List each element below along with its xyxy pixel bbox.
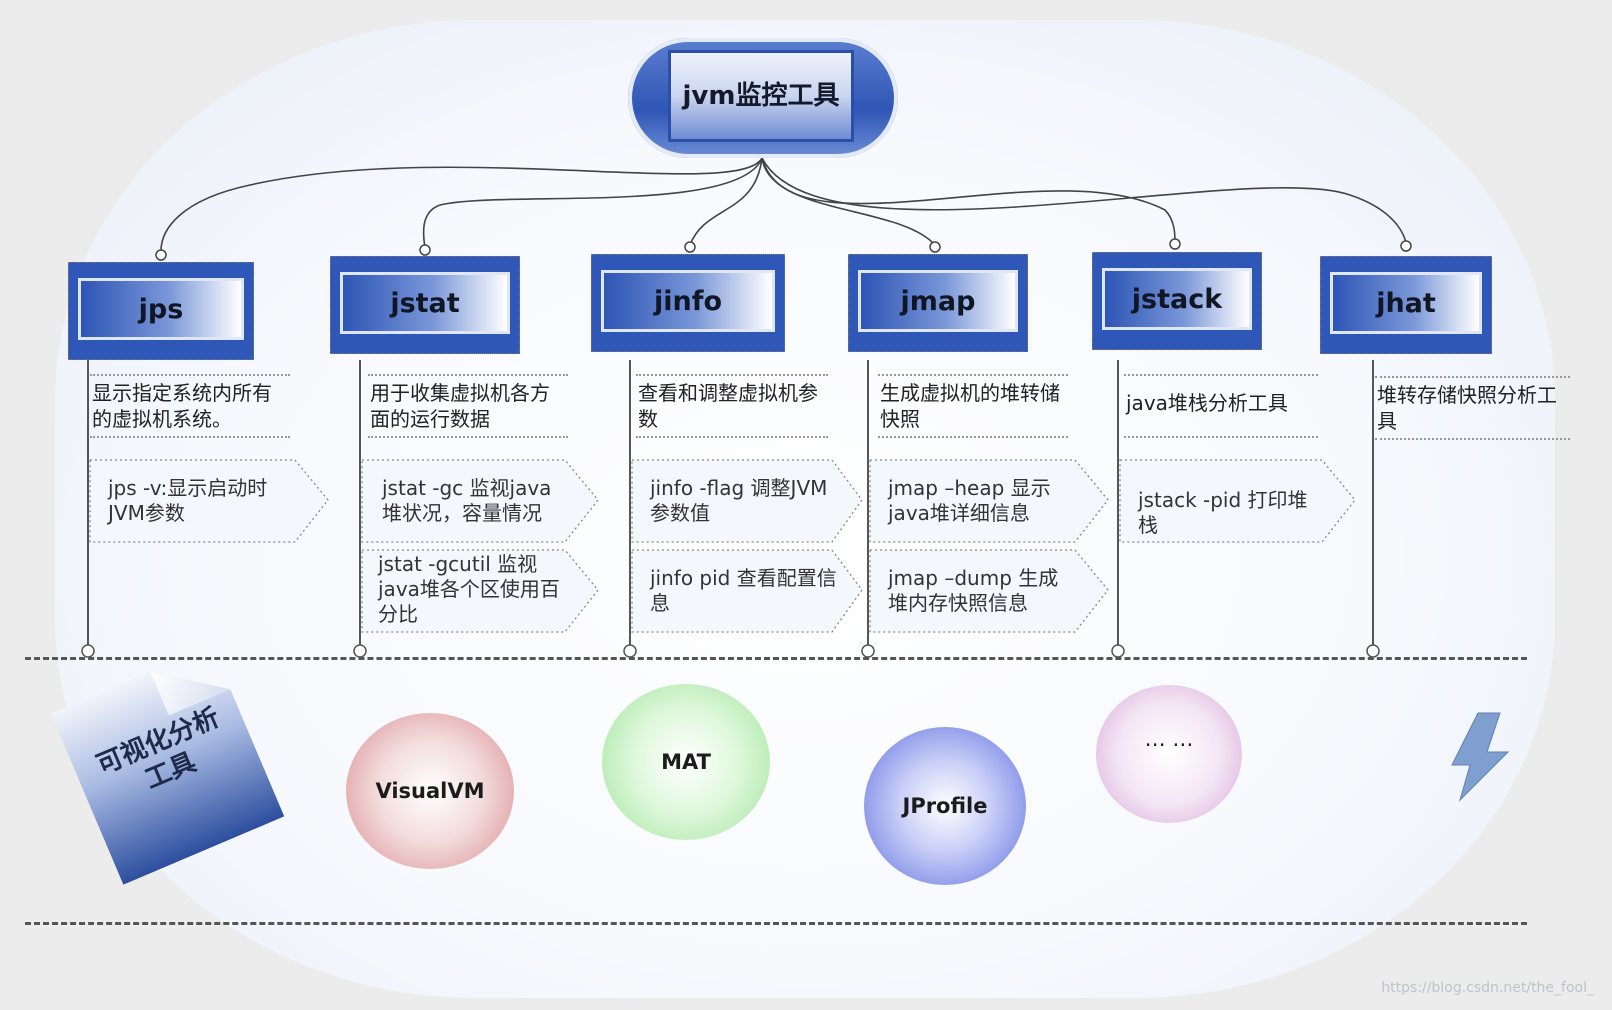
connector-jhat: [761, 157, 1407, 245]
topic-jmap: jmap: [848, 254, 1028, 352]
note-shape-jstat-2: [361, 549, 599, 633]
bolt-icon: [1451, 712, 1510, 802]
note-jinfo-2: jinfo pid 查看配置信息: [650, 566, 837, 615]
separator-top: [25, 657, 1527, 660]
desc-jmap: 生成虚拟机的堆转储快照: [878, 374, 1068, 438]
root-title: jvm监控工具: [668, 50, 854, 142]
note-jstack-1: jstack -pid 打印堆栈: [1138, 488, 1308, 537]
topic-jmap-label: jmap: [861, 273, 1015, 329]
desc-jstat: 用于收集虚拟机各方面的运行数据: [368, 374, 568, 438]
topic-jhat-label: jhat: [1333, 275, 1479, 331]
note-shape-jps-1: [89, 459, 329, 543]
note-jmap-2: jmap –dump 生成堆内存快照信息: [888, 566, 1059, 615]
connector-jinfo: [689, 157, 763, 246]
bubble-jprofile: JProfile: [864, 727, 1026, 885]
note-jstat-2: jstat -gcutil 监视java堆各个区使用百分比: [378, 552, 560, 626]
topic-jstack: jstack: [1092, 252, 1262, 350]
note-jinfo-1: jinfo -flag 调整JVM参数值: [650, 476, 828, 525]
topic-jstack-label: jstack: [1105, 271, 1249, 327]
topic-jstat: jstat: [330, 256, 520, 354]
connector-jps: [160, 157, 763, 254]
note-shape-jinfo-2: [631, 549, 863, 633]
topic-jps: jps: [68, 262, 254, 360]
desc-jstack: java堆栈分析工具: [1124, 374, 1318, 438]
note-jps-1: jps -v:显示启动时JVM参数: [108, 476, 268, 525]
connector-jstat: [422, 157, 763, 249]
note-jmap-1: jmap –heap 显示java堆详细信息: [888, 476, 1051, 525]
topic-jps-label: jps: [81, 281, 241, 337]
separator-bottom: [25, 922, 1527, 925]
topic-jhat: jhat: [1320, 256, 1492, 354]
note-shape-jmap-1: [869, 459, 1109, 543]
desc-jhat: 堆转存储快照分析工具: [1375, 376, 1570, 440]
desc-jps: 显示指定系统内所有的虚拟机系统。: [90, 374, 290, 438]
note-shape-jstack-1: [1119, 459, 1356, 543]
topic-jinfo-label: jinfo: [604, 273, 772, 329]
bubble-mat: MAT: [602, 684, 770, 840]
note-shape-jmap-2: [869, 549, 1109, 633]
watermark: https://blog.csdn.net/the_fool_: [1381, 980, 1594, 996]
note-jstat-1: jstat -gc 监视java堆状况，容量情况: [382, 476, 552, 525]
root-node: jvm监控工具: [628, 38, 898, 158]
note-shape-jstat-1: [361, 459, 599, 543]
desc-jinfo: 查看和调整虚拟机参数: [636, 374, 828, 438]
topic-jinfo: jinfo: [591, 254, 785, 352]
bubble-more: … …: [1096, 685, 1242, 823]
connector-jstack: [761, 157, 1176, 243]
connector-jmap: [761, 157, 936, 246]
topic-jstat-label: jstat: [343, 275, 507, 331]
note-shape-jinfo-1: [631, 459, 863, 543]
bubble-visualvm: VisualVM: [346, 713, 514, 869]
